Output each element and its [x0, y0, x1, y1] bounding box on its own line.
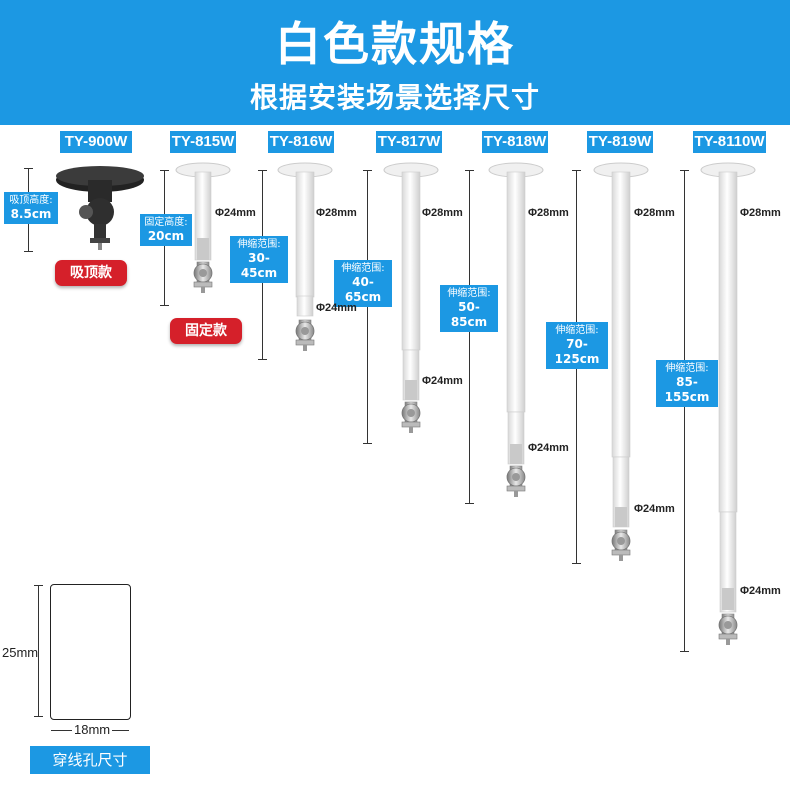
badge-ceiling-type: 吸顶款 [55, 260, 127, 286]
range-box-819w: 伸缩范围: 70-125cm [546, 322, 608, 369]
model-tag-900w: TY-900W [60, 131, 132, 153]
range-label: 伸缩范围: [447, 288, 491, 299]
ty-8110w-image [700, 162, 756, 646]
range-value: 50-85cm [450, 300, 488, 329]
model-tag-815w: TY-815W [170, 131, 236, 153]
hole-size-title: 穿线孔尺寸 [30, 746, 150, 774]
range-value: 20cm [147, 229, 185, 243]
diameter-top-817w: Φ28mm [422, 207, 463, 219]
range-label: 伸缩范围: [237, 239, 281, 250]
range-label: 伸缩范围: [341, 263, 385, 274]
range-value: 8.5cm [10, 207, 52, 221]
model-tag-818w: TY-818W [482, 131, 548, 153]
range-box-817w: 伸缩范围: 40-65cm [334, 260, 392, 307]
diameter-top-8110w: Φ28mm [740, 207, 781, 219]
diameter-top-818w: Φ28mm [528, 207, 569, 219]
range-box-900w: 吸顶高度: 8.5cm [4, 192, 58, 224]
range-value: 40-65cm [344, 275, 382, 304]
ty-817w-image [383, 162, 439, 434]
diameter-bottom-818w: Φ24mm [528, 442, 569, 454]
diameter-top-816w: Φ28mm [316, 207, 357, 219]
height-line-817w [363, 170, 372, 444]
range-label: 伸缩范围: [665, 363, 709, 374]
range-box-816w: 伸缩范围: 30-45cm [230, 236, 288, 283]
diameter-bottom-817w: Φ24mm [422, 375, 463, 387]
range-box-8110w: 伸缩范围: 85-155cm [656, 360, 718, 407]
range-label: 伸缩范围: [555, 325, 599, 336]
model-tag-8110w: TY-8110W [693, 131, 766, 153]
diameter-top-819w: Φ28mm [634, 207, 675, 219]
header-banner: 白色款规格 根据安装场景选择尺寸 [0, 0, 790, 125]
hole-height-label: 25mm [2, 645, 39, 660]
ty-900w-image [56, 166, 144, 250]
range-box-815w: 固定高度: 20cm [140, 214, 192, 246]
ty-816w-image [277, 162, 333, 352]
badge-fixed-type: 固定款 [170, 318, 242, 344]
ty-815w-image [175, 162, 231, 294]
model-tag-816w: TY-816W [268, 131, 334, 153]
diameter-bottom-816w: Φ24mm [316, 302, 357, 314]
page-subtitle: 根据安装场景选择尺寸 [249, 81, 540, 114]
range-value: 85-155cm [664, 375, 710, 404]
model-tag-817w: TY-817W [376, 131, 442, 153]
diameter-bottom-819w: Φ24mm [634, 503, 675, 515]
range-label: 固定高度: [144, 217, 188, 228]
range-label: 吸顶高度: [9, 195, 53, 206]
ty-819w-image [593, 162, 649, 562]
diameter-top-815w: Φ24mm [215, 207, 256, 219]
diameter-bottom-8110w: Φ24mm [740, 585, 781, 597]
hole-width-label: 18mm [72, 722, 113, 737]
model-tag-819w: TY-819W [587, 131, 653, 153]
range-box-818w: 伸缩范围: 50-85cm [440, 285, 498, 332]
hole-height-line [34, 585, 43, 717]
ty-818w-image [488, 162, 544, 498]
height-line-818w [465, 170, 474, 504]
wiring-hole-diagram [50, 584, 131, 720]
page-title: 白色款规格 [275, 17, 515, 71]
range-value: 70-125cm [554, 337, 600, 366]
range-value: 30-45cm [240, 251, 278, 280]
height-line-8110w [680, 170, 689, 652]
